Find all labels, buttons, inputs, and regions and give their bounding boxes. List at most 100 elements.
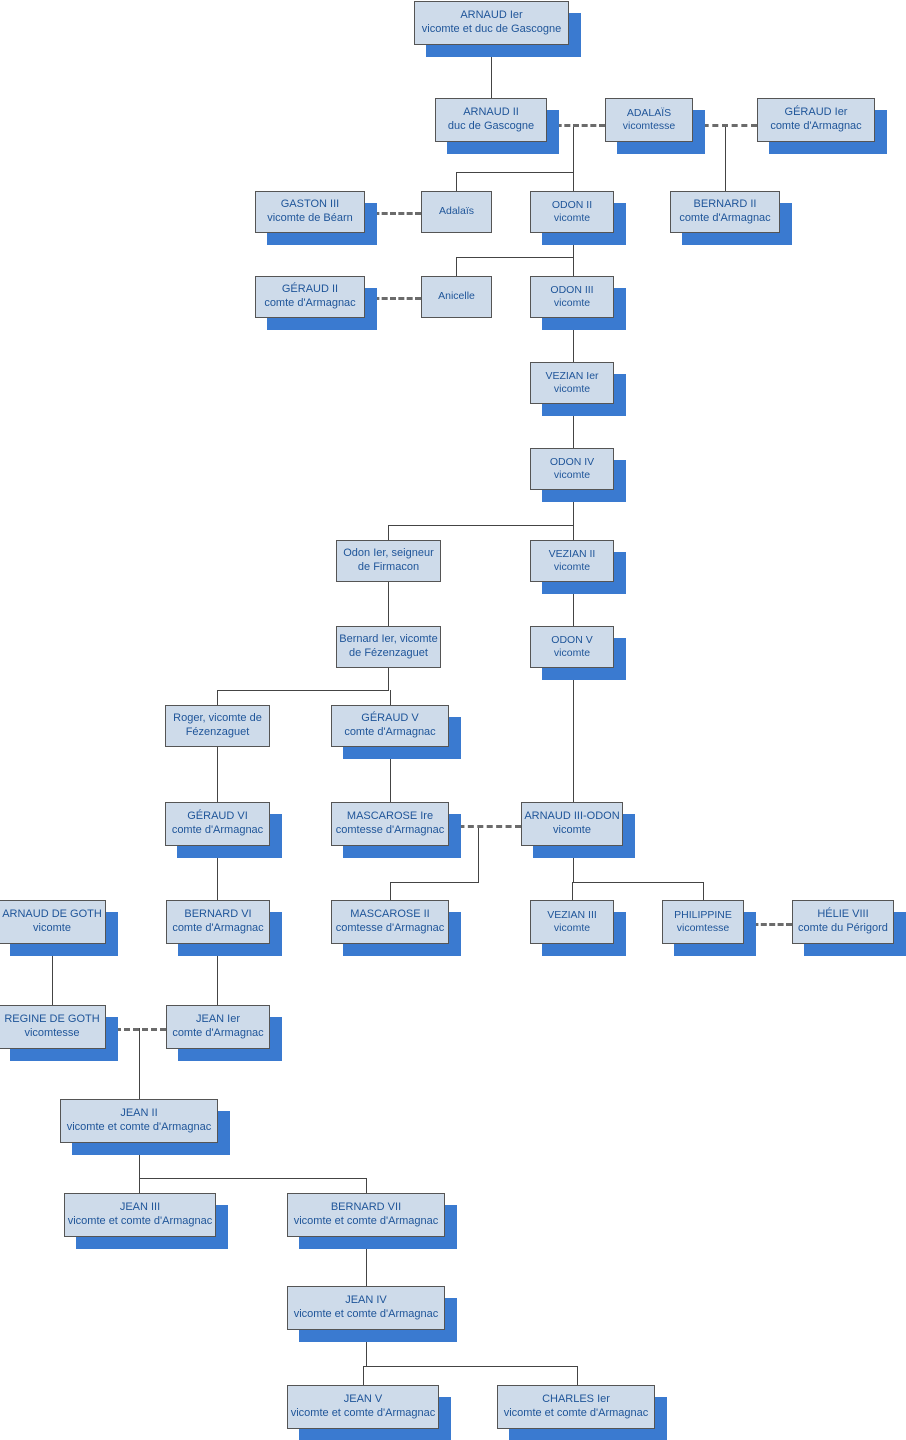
person-name: GÉRAUD V (361, 712, 419, 725)
person-title: vicomte (553, 212, 591, 224)
person-title: de Fézenzaguet (349, 647, 428, 659)
person-title: vicomte (553, 297, 591, 309)
connector-line (456, 257, 574, 258)
person-name: Roger, vicomte de (173, 712, 262, 725)
person-name: JEAN III (119, 1201, 161, 1214)
connector-line (572, 882, 573, 900)
person-name: Odon Ier, seigneur (343, 547, 434, 560)
marriage-line (693, 124, 757, 127)
person-title: vicomte (553, 383, 591, 395)
person-title: comte d'Armagnac (344, 726, 436, 738)
connector-line (388, 582, 389, 626)
person-node-anicelle[interactable]: Anicelle (421, 276, 492, 318)
node-box[interactable]: Anicelle (421, 276, 492, 318)
person-name: ARNAUD III-ODON (524, 810, 620, 823)
connector-line (573, 233, 574, 277)
connector-line (478, 825, 479, 882)
person-name: ARNAUD DE GOTH (2, 908, 102, 921)
person-name: BERNARD II (693, 198, 757, 211)
person-name: VEZIAN III (547, 908, 597, 921)
person-title: duc de Gascogne (447, 120, 535, 132)
person-title: vicomtesse (24, 1027, 80, 1039)
person-node-adalais[interactable]: Adalaïs (421, 191, 492, 233)
person-name: GÉRAUD VI (187, 810, 248, 823)
connector-line (491, 45, 492, 98)
connector-line (573, 490, 574, 540)
connector-line (363, 1366, 364, 1385)
node-box[interactable]: Adalaïs (421, 191, 492, 233)
connector-line (390, 690, 391, 707)
marriage-line (744, 923, 792, 926)
person-name: CHARLES Ier (542, 1393, 610, 1406)
